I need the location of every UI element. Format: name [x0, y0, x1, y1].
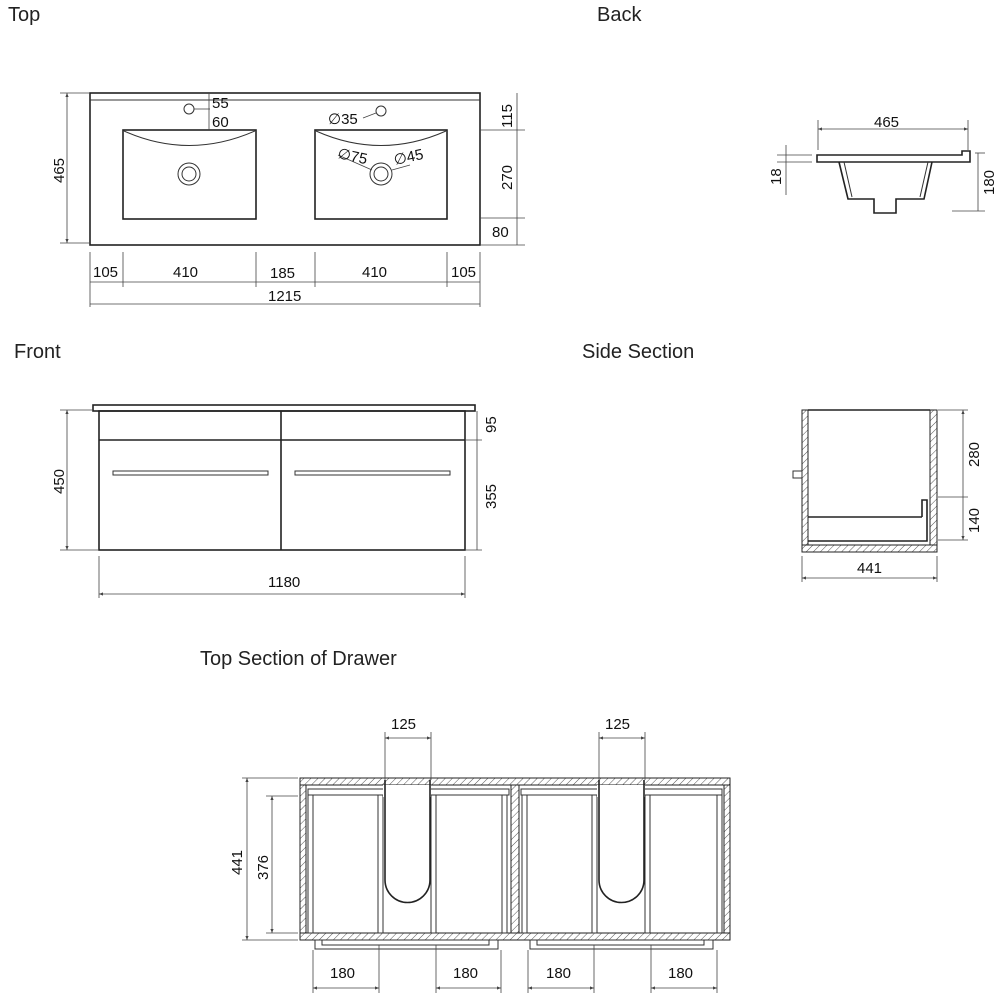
dim-drawer-w1: 180 — [330, 965, 355, 982]
dim-back-height: 180 — [981, 170, 998, 195]
front-view: 450 95 355 1180 — [51, 404, 500, 598]
dim-total-width: 1215 — [268, 288, 301, 305]
view-title-back: Back — [597, 4, 642, 26]
drawer-handle-right — [294, 470, 451, 476]
dim-cutout-left: 125 — [391, 716, 416, 733]
view-title-front: Front — [14, 341, 61, 363]
dim-front-width: 1180 — [268, 574, 300, 591]
drawer-section-view: 125 125 441 376 180 180 180 180 — [229, 716, 731, 993]
dim-tap-hole: ∅35 — [328, 111, 358, 128]
dim-drawer-height: 355 — [483, 484, 500, 509]
dim-back-thickness: 18 — [768, 168, 785, 185]
view-title-top: Top — [8, 4, 40, 26]
dim-side-upper: 280 — [966, 442, 983, 467]
dim-top-depth: 465 — [51, 158, 68, 183]
dim-drawer-w2: 180 — [453, 965, 478, 982]
dim-left-edge: 105 — [93, 264, 118, 281]
dim-drawer-inner-depth: 376 — [255, 855, 272, 880]
dim-side-depth: 441 — [857, 560, 882, 577]
dim-drawer-w3: 180 — [546, 965, 571, 982]
drawer-knob — [792, 470, 803, 479]
dim-basin-left: 410 — [173, 264, 198, 281]
dim-top-rail: 95 — [483, 416, 500, 433]
dim-between: 185 — [270, 265, 295, 282]
dim-side-lower: 140 — [966, 508, 983, 533]
side-section-view: 280 140 441 — [792, 409, 983, 582]
dim-front-margin: 80 — [492, 224, 509, 241]
back-view: 465 18 180 — [768, 114, 998, 214]
dim-basin-depth: 270 — [499, 165, 516, 190]
dim-cutout-right: 125 — [605, 716, 630, 733]
dim-basin-right: 410 — [362, 264, 387, 281]
dim-front-height: 450 — [51, 469, 68, 494]
dim-drawer-outer-depth: 441 — [229, 850, 246, 875]
dim-back-margin: 115 — [499, 104, 516, 128]
drawer-handle-left — [112, 470, 269, 476]
view-title-side-section: Side Section — [582, 341, 694, 363]
dim-drawer-w4: 180 — [668, 965, 693, 982]
dim-right-edge: 105 — [451, 264, 476, 281]
top-view: 55 60 ∅35 ∅75 ∅45 465 115 270 80 105 410… — [51, 92, 525, 307]
dim-overflow: ∅75 — [336, 145, 369, 168]
dim-back-depth: 465 — [874, 114, 899, 131]
dim-drain: ∅45 — [392, 146, 425, 169]
dim-hole-offset-60: 60 — [212, 114, 229, 131]
view-title-drawer-section: Top Section of Drawer — [200, 648, 397, 670]
dim-hole-offset-55: 55 — [212, 95, 229, 112]
